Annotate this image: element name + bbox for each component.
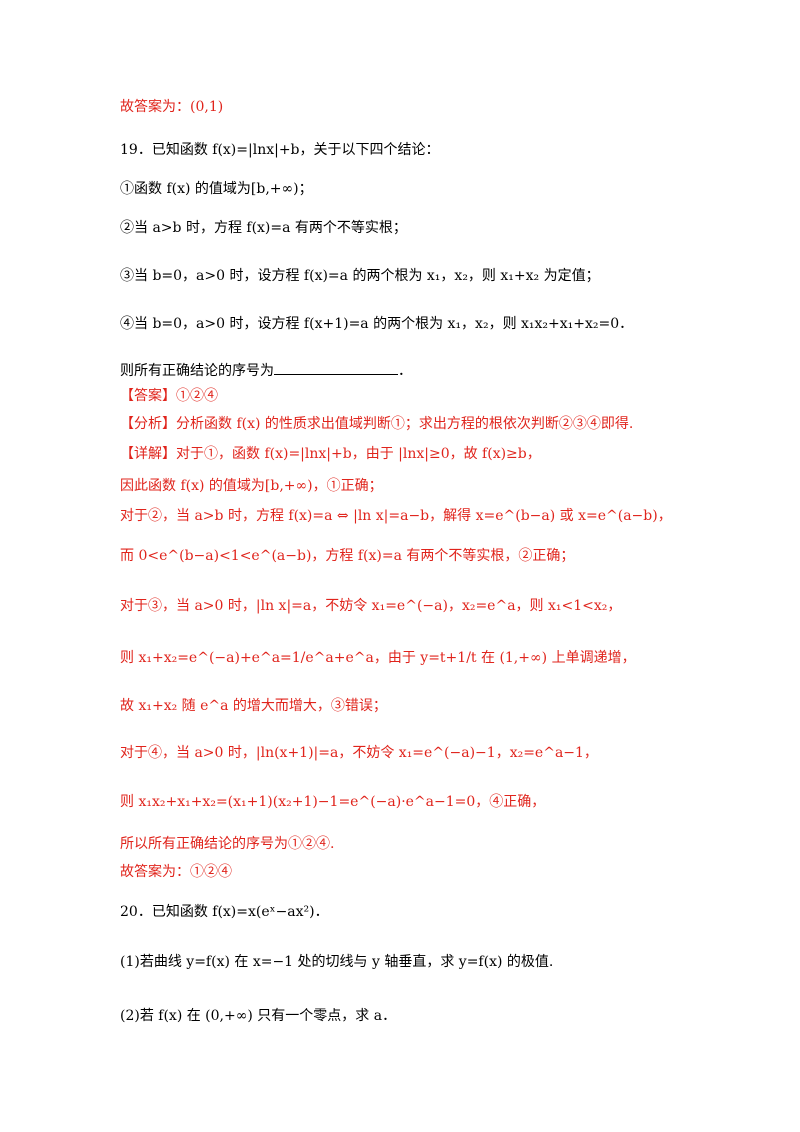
conclusion-3: ③当 b=0，a>0 时，设方程 f(x)=a 的两个根为 x₁，x₂，则 x₁… <box>120 268 600 284</box>
detail-8: 对于④，当 a>0 时，|ln(x+1)|=a，不妨令 x₁=e^(−a)−1，… <box>120 745 598 761</box>
detail-9: 则 x₁x₂+x₁+x₂=(x₁+1)(x₂+1)−1=e^(−a)·e^a−1… <box>120 794 546 810</box>
detail-7: 故 x₁+x₂ 随 e^a 的增大而增大，③错误； <box>120 698 387 714</box>
detail-4: 而 0<e^(b−a)<1<e^(a−b)，方程 f(x)=a 有两个不等实根，… <box>120 548 575 564</box>
conclusion-summary: 所以所有正确结论的序号为①②④. <box>120 836 335 852</box>
answer-blank <box>274 360 398 375</box>
detail-3: 对于②，当 a>b 时，方程 f(x)=a ⇔ |ln x|=a−b，解得 x=… <box>120 508 672 524</box>
question-20-stem: 20．已知函数 f(x)=x(eˣ−ax²)． <box>120 904 329 920</box>
detail-5: 对于③，当 a>0 时，|ln x|=a，不妨令 x₁=e^(−a)，x₂=e^… <box>120 598 622 614</box>
conclusion-1: ①函数 f(x) 的值域为[b,+∞)； <box>120 181 313 197</box>
detail-1: 【详解】对于①，函数 f(x)=|lnx|+b，由于 |lnx|≥0，故 f(x… <box>120 446 541 462</box>
prompt-end: ． <box>398 363 412 379</box>
question-19-prompt: 则所有正确结论的序号为 ． <box>120 360 412 381</box>
detail-2: 因此函数 f(x) 的值域为[b,+∞)，①正确； <box>120 478 383 494</box>
line-1: 故答案为：(0,1) <box>120 99 224 115</box>
conclusion-4: ④当 b=0，a>0 时，设方程 f(x+1)=a 的两个根为 x₁，x₂，则 … <box>120 316 634 332</box>
analysis: 【分析】分析函数 f(x) 的性质求出值域判断①；求出方程的根依次判断②③④即得… <box>120 416 634 432</box>
question-19-stem: 19．已知函数 f(x)=|lnx|+b，关于以下四个结论： <box>120 142 440 158</box>
question-20-part-1: (1)若曲线 y=f(x) 在 x=−1 处的切线与 y 轴垂直，求 y=f(x… <box>120 954 554 970</box>
conclusion-2: ②当 a>b 时，方程 f(x)=a 有两个不等实根； <box>120 220 407 236</box>
prompt-text: 则所有正确结论的序号为 <box>120 363 274 379</box>
question-20-part-2: (2)若 f(x) 在 (0,+∞) 只有一个零点，求 a． <box>120 1008 397 1024</box>
final-answer: 故答案为：①②④ <box>120 864 232 880</box>
answer-label: 【答案】①②④ <box>120 388 218 404</box>
detail-6: 则 x₁+x₂=e^(−a)+e^a=1/e^a+e^a，由于 y=t+1/t … <box>120 650 636 666</box>
